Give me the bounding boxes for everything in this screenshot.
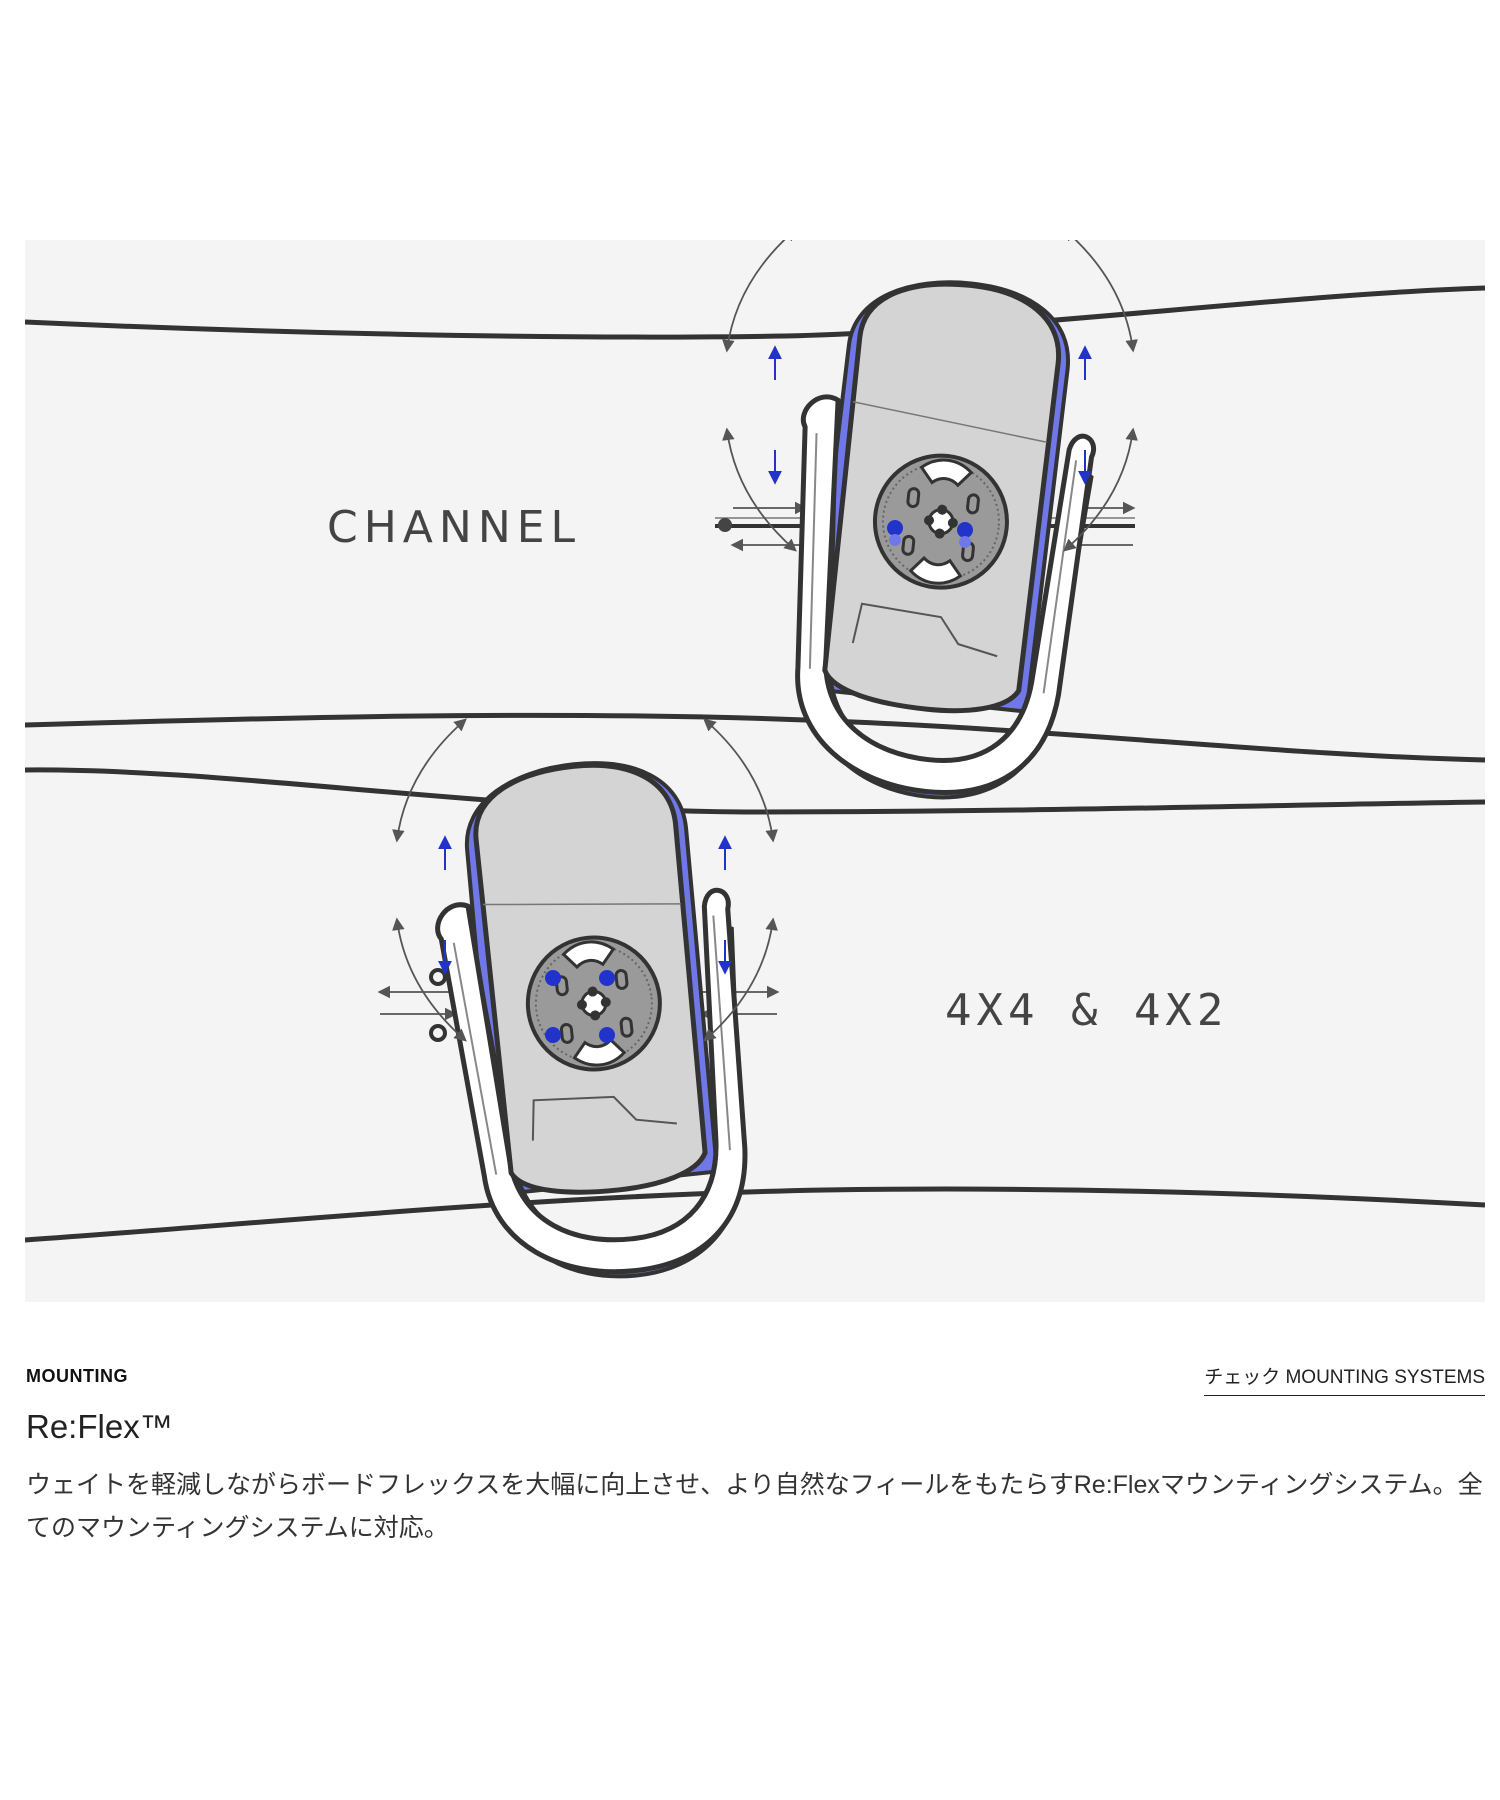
board-outline-top-edge	[25, 285, 1485, 340]
mounting-diagram	[25, 240, 1485, 1302]
board-outline-bottom-bottom-edge	[25, 1186, 1485, 1243]
board-outline-top-bottom-edge	[25, 712, 1485, 763]
mounting-illustration: CHANNEL 4X4 & 4X2	[25, 240, 1485, 1302]
product-title: Re:Flex™	[26, 1408, 173, 1445]
check-mounting-systems-link[interactable]: チェック MOUNTING SYSTEMS	[1204, 1362, 1485, 1396]
4x4-label: 4X4 & 4X2	[945, 985, 1229, 1036]
4x4-binding	[377, 720, 780, 1292]
channel-binding	[715, 240, 1136, 810]
product-description: ウェイトを軽減しながらボードフレックスを大幅に向上させ、より自然なフィールをもた…	[26, 1471, 1483, 1542]
channel-label: CHANNEL	[327, 502, 582, 553]
section-eyebrow: MOUNTING	[26, 1366, 128, 1386]
board-outline-bottom-top-edge	[25, 767, 1485, 815]
